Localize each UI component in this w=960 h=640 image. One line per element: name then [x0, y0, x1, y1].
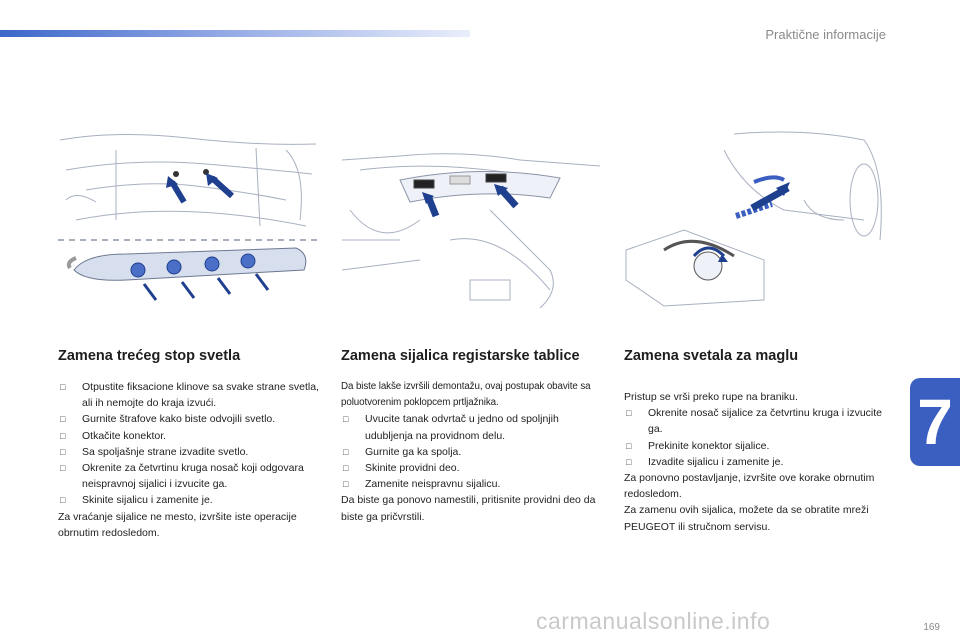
list-item: □Sa spoljašnje strane izvadite svetlo. [58, 444, 320, 460]
closing-text: Za zamenu ovih sijalica, možete da se ob… [624, 504, 869, 533]
list-item: □Prekinite konektor sijalice. [624, 438, 886, 454]
clip-icon [203, 169, 209, 175]
list-item: □Gurnite štrafove kako biste odvojili sv… [58, 411, 320, 427]
brake-light-section: Zamena trećeg stop svetla □Otpustite fik… [58, 348, 320, 541]
bulb-holder-icon [130, 262, 146, 278]
plate-light-section: Zamena sijalica registarske tablice Da b… [341, 348, 603, 525]
closing-text: Za vraćanje sijalice ne mesto, izvršite … [58, 510, 297, 539]
plate-light [449, 175, 471, 185]
checkbox-icon: □ [343, 463, 349, 474]
third-brake-light-illustration [58, 133, 318, 301]
list-item: □Okrenite za četvrtinu kruga nosač koji … [60, 462, 304, 491]
step-list: □Okrenite nosač sijalice za četvrtinu kr… [624, 405, 886, 470]
list-item: □Otkačite konektor. [58, 428, 320, 444]
chapter-number: 7 [917, 386, 953, 458]
step-list: □Otpustite fiksacione klinove sa svake s… [58, 379, 320, 509]
clip-icon [173, 171, 179, 177]
license-plate-light-illustration [341, 153, 601, 309]
plate-light [485, 173, 507, 183]
checkbox-icon: □ [60, 382, 66, 392]
watermark: carmanualsonline.info [536, 608, 771, 634]
checkbox-icon: □ [626, 456, 632, 467]
checkbox-icon: □ [343, 446, 349, 457]
bulb-holder-icon [240, 253, 256, 269]
checkbox-icon: □ [60, 414, 66, 425]
fog-bulb-holder [693, 251, 723, 281]
list-item: □Otpustite fiksacione klinove sa svake s… [60, 381, 319, 410]
list-item: □Uvucite tanak odvrtač u jedno od spoljn… [343, 413, 559, 442]
list-item: □Gurnite ga ka spolja. [341, 444, 603, 460]
plate-light [413, 179, 435, 189]
closing-text: Za ponovno postavljanje, izvršite ove ko… [624, 472, 875, 501]
list-item: □Izvadite sijalicu i zamenite je. [624, 454, 886, 470]
checkbox-icon: □ [343, 414, 349, 425]
checkbox-icon: □ [626, 440, 632, 451]
list-item: □Zamenite neispravnu sijalicu. [341, 476, 603, 492]
bulb-holder-icon [204, 256, 220, 272]
chapter-tab: 7 [910, 378, 960, 466]
section-heading: Zamena sijalica registarske tablice [341, 348, 580, 364]
section-heading: Zamena trećeg stop svetla [58, 348, 241, 364]
fog-light-section: Zamena svetala za maglu Pristup se vrši … [624, 348, 886, 535]
checkbox-icon: □ [60, 430, 66, 441]
list-item: □Skinite providni deo. [341, 460, 603, 476]
page-number: 169 [923, 622, 940, 633]
checkbox-icon: □ [60, 446, 66, 457]
checkbox-icon: □ [626, 408, 632, 419]
closing-text: Da biste ga ponovo namestili, pritisnite… [341, 494, 596, 523]
bulb-holder-icon [166, 259, 182, 275]
checkbox-icon: □ [60, 463, 66, 474]
list-item: □Okrenite nosač sijalice za četvrtinu kr… [626, 407, 883, 436]
list-item: □Skinite sijalicu i zamenite je. [58, 492, 320, 508]
intro-text: Da biste lakše izvršili demontažu, ovaj … [341, 381, 591, 409]
step-list: □Uvucite tanak odvrtač u jedno od spoljn… [341, 411, 603, 492]
section-title: Praktične informacije [765, 27, 886, 42]
checkbox-icon: □ [60, 495, 66, 506]
header-accent-bar [0, 30, 470, 37]
intro-text: Pristup se vrši preko rupe na braniku. [624, 391, 798, 403]
section-heading: Zamena svetala za maglu [624, 348, 799, 364]
fog-light-illustration [625, 131, 882, 307]
checkbox-icon: □ [343, 479, 349, 490]
